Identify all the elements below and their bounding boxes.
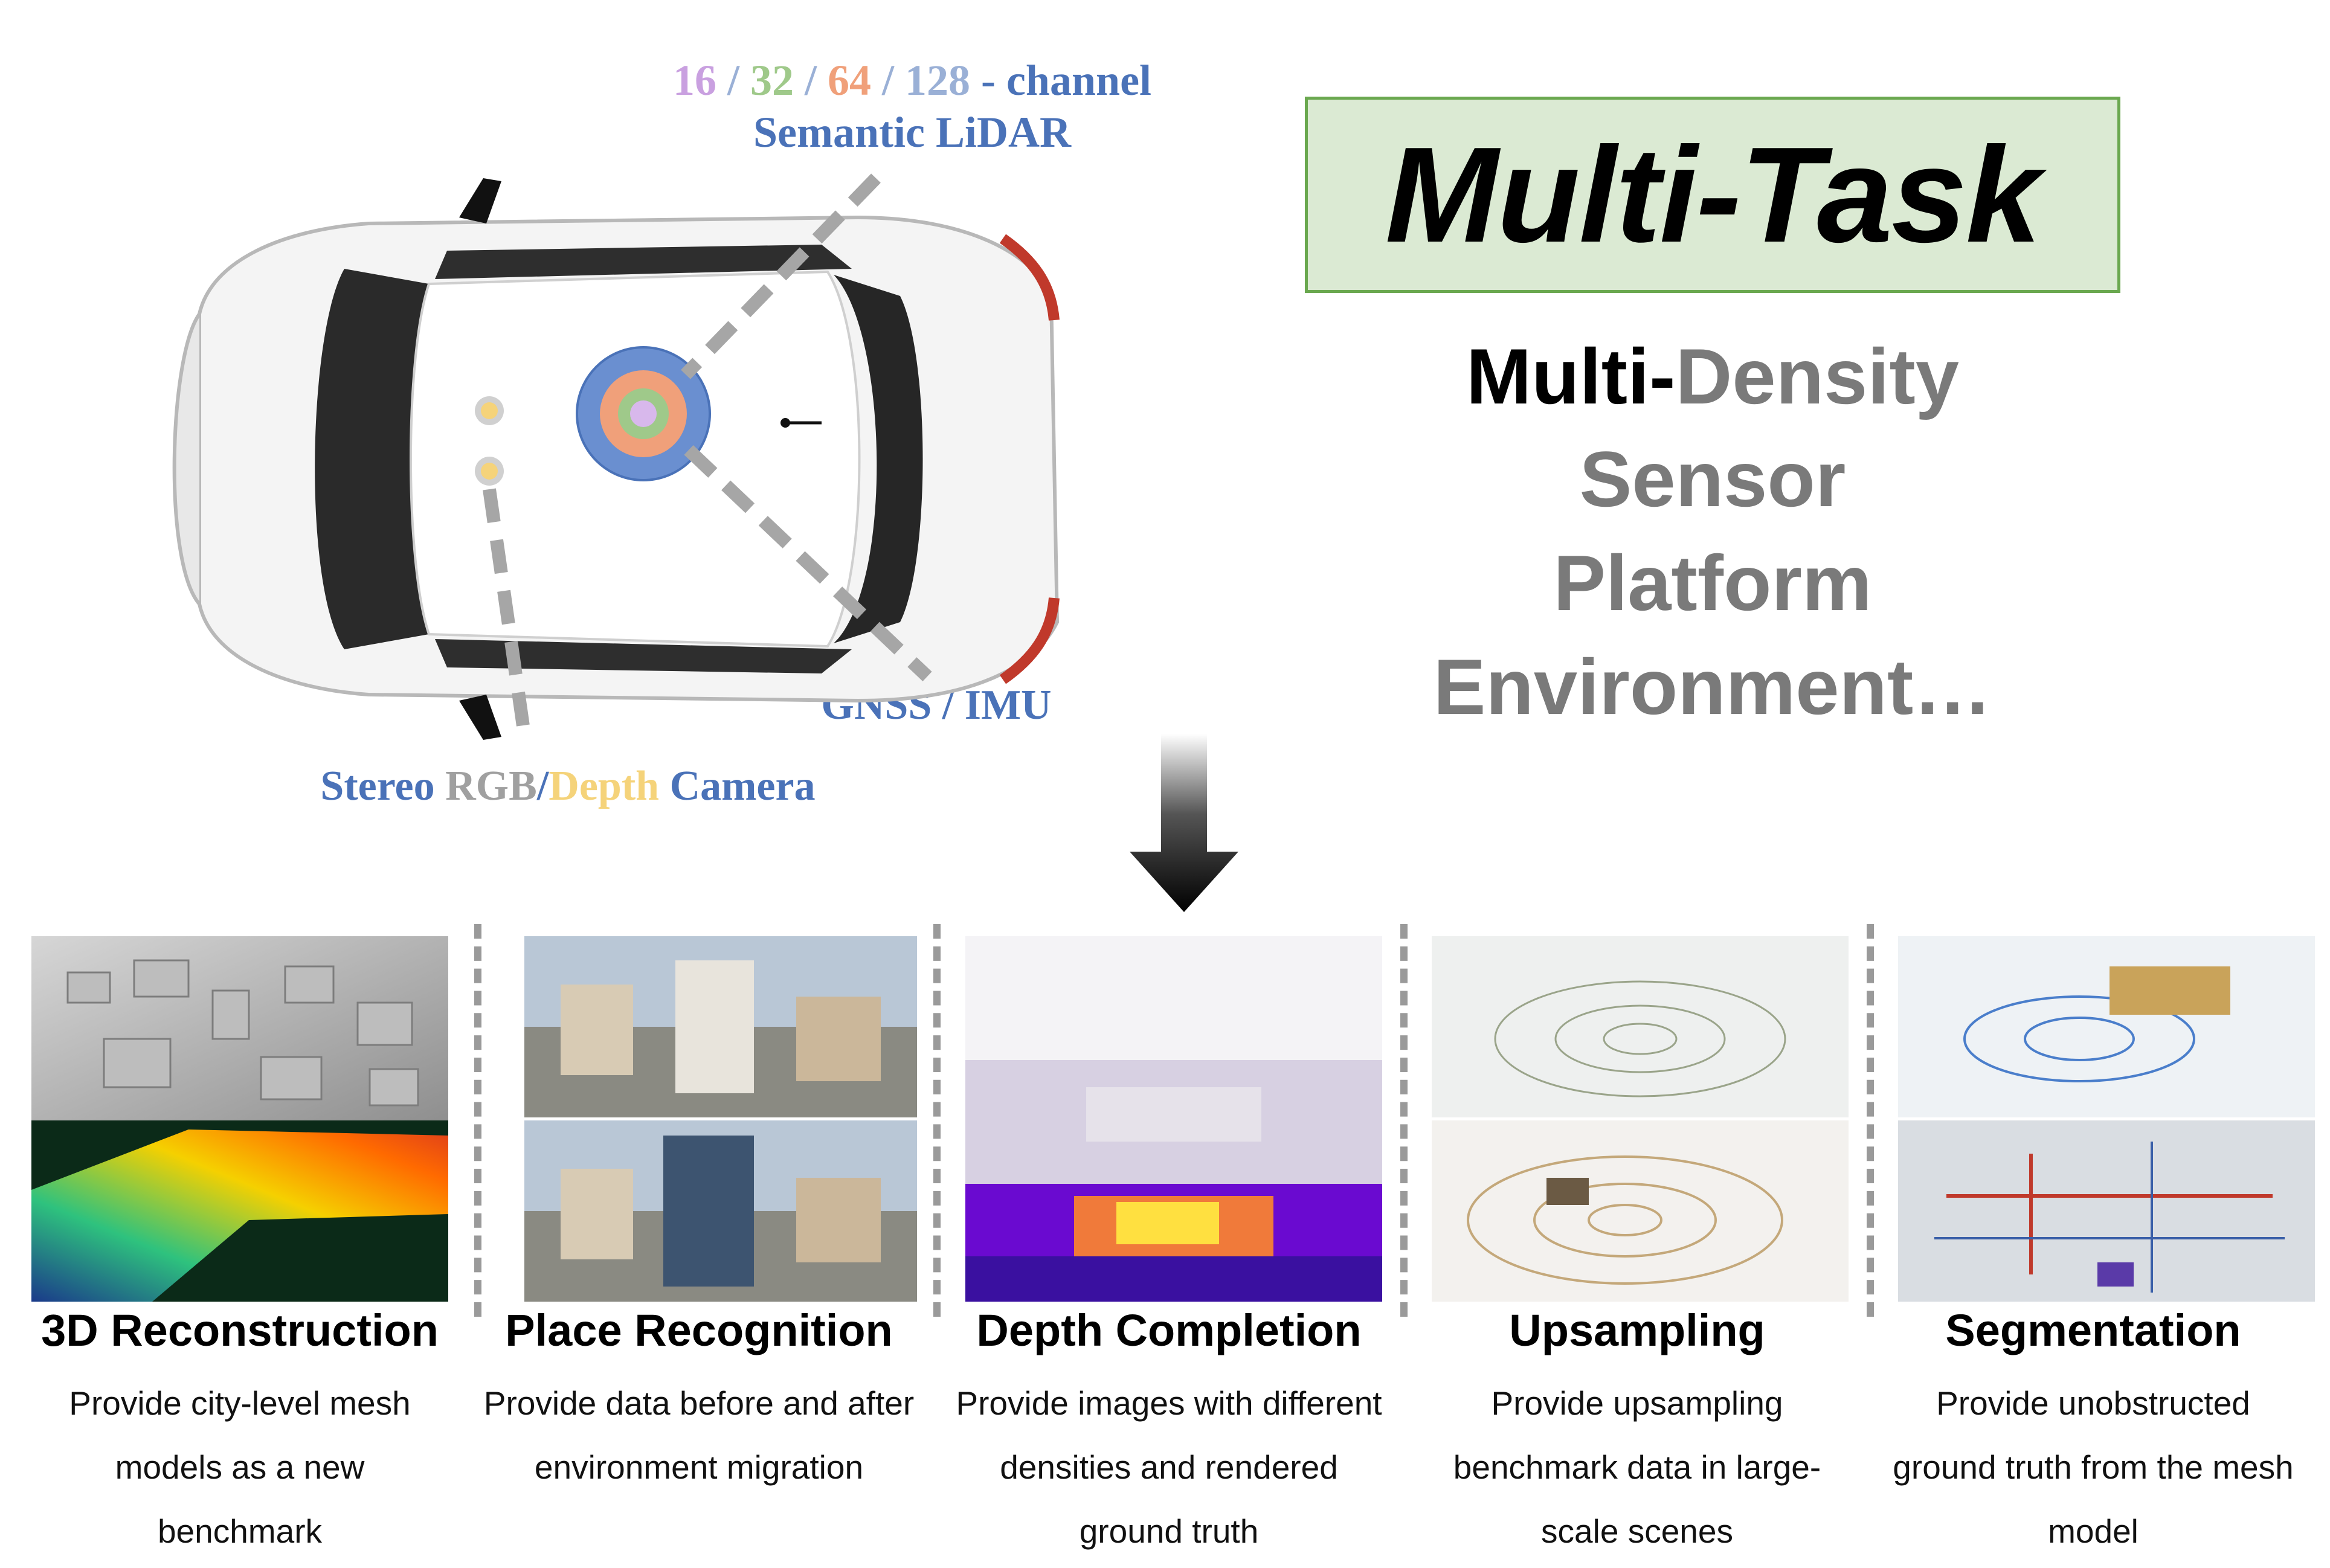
camera-lens-icon bbox=[475, 396, 504, 425]
depth-completion-image bbox=[965, 936, 1382, 1302]
multi-task-title-box: Multi-Task bbox=[1305, 97, 2120, 293]
camera-name-text: Camera bbox=[659, 763, 816, 809]
task-title-place-recognition: Place Recognition bbox=[505, 1305, 893, 1355]
camera-depth-text: Depth bbox=[549, 763, 660, 809]
task-desc-line: benchmark data in large- bbox=[1453, 1448, 1821, 1486]
camera-lens-icon bbox=[475, 457, 504, 486]
camera-slash-text: / bbox=[536, 763, 549, 809]
aspect-density-text: Density bbox=[1675, 332, 1960, 420]
down-arrow-icon bbox=[1130, 734, 1238, 912]
task-desc-line: ground truth from the mesh bbox=[1893, 1448, 2294, 1486]
task-desc-line: scale scenes bbox=[1541, 1512, 1733, 1550]
camera-rgb-text: RGB bbox=[445, 763, 537, 809]
task-desc-segmentation: Provide unobstructed ground truth from t… bbox=[1864, 1371, 2323, 1563]
panel-divider bbox=[474, 924, 481, 1317]
aspect-environment: Environment… bbox=[1433, 643, 1992, 731]
lidar-pointer-line bbox=[681, 173, 881, 379]
task-desc-line: Provide images with different bbox=[956, 1384, 1382, 1422]
task-desc-depth-completion: Provide images with different densities … bbox=[939, 1371, 1398, 1563]
place-recognition-image bbox=[524, 936, 917, 1302]
task-title-depth-completion: Depth Completion bbox=[976, 1305, 1362, 1355]
task-desc-line: Provide unobstructed bbox=[1936, 1384, 2250, 1422]
task-desc-line: models as a new bbox=[115, 1448, 365, 1486]
channel-64: 64 bbox=[827, 56, 871, 104]
task-desc-line: Provide upsampling bbox=[1491, 1384, 1783, 1422]
task-desc-line: model bbox=[2048, 1512, 2139, 1550]
lidar-rings-icon bbox=[576, 346, 711, 481]
task-desc-line: benchmark bbox=[157, 1512, 323, 1550]
segmentation-image bbox=[1898, 936, 2315, 1302]
channel-suffix: - channel bbox=[970, 56, 1152, 104]
channel-128: 128 bbox=[905, 56, 970, 104]
task-desc-line: Provide city-level mesh bbox=[69, 1384, 411, 1422]
task-desc-3d-reconstruction: Provide city-level mesh models as a new … bbox=[10, 1371, 469, 1563]
task-desc-line: environment migration bbox=[534, 1448, 864, 1486]
upsampling-image bbox=[1432, 936, 1849, 1302]
channel-32: 32 bbox=[750, 56, 794, 104]
multi-task-title: Multi-Task bbox=[1385, 118, 2041, 271]
task-desc-upsampling: Provide upsampling benchmark data in lar… bbox=[1408, 1371, 1867, 1563]
task-desc-line: densities and rendered bbox=[1000, 1448, 1338, 1486]
aspect-prefix: Multi- bbox=[1466, 332, 1676, 420]
lidar-channel-label: 16 / 32 / 64 / 128 - channel bbox=[640, 56, 1184, 106]
reconstruction-image bbox=[31, 936, 448, 1302]
channel-separator: / bbox=[871, 56, 905, 104]
aspect-platform: Platform bbox=[1553, 539, 1872, 627]
panel-divider bbox=[933, 924, 941, 1317]
task-title-segmentation: Segmentation bbox=[1945, 1305, 2241, 1355]
task-title-upsampling: Upsampling bbox=[1509, 1305, 1765, 1355]
gnss-pointer-line bbox=[684, 445, 932, 681]
channel-16: 16 bbox=[672, 56, 716, 104]
camera-stereo-text: Stereo bbox=[320, 763, 446, 809]
aspect-density: Multi-Density bbox=[1305, 331, 2120, 422]
task-desc-line: ground truth bbox=[1079, 1512, 1259, 1550]
channel-separator: / bbox=[793, 56, 828, 104]
lidar-name-label: Semantic LiDAR bbox=[753, 108, 1071, 156]
panel-divider bbox=[1400, 924, 1408, 1317]
channel-separator: / bbox=[716, 56, 750, 104]
task-title-3d-reconstruction: 3D Reconstruction bbox=[41, 1305, 439, 1355]
sensor-pointer-lines bbox=[483, 173, 932, 744]
camera-pointer-line bbox=[483, 488, 532, 744]
task-desc-place-recognition: Provide data before and after environmen… bbox=[469, 1371, 928, 1499]
task-desc-line: Provide data before and after bbox=[483, 1384, 915, 1422]
aspect-sensor: Sensor bbox=[1579, 435, 1846, 523]
camera-label: Stereo RGB/Depth Camera bbox=[230, 762, 906, 811]
panel-divider bbox=[1867, 924, 1874, 1317]
